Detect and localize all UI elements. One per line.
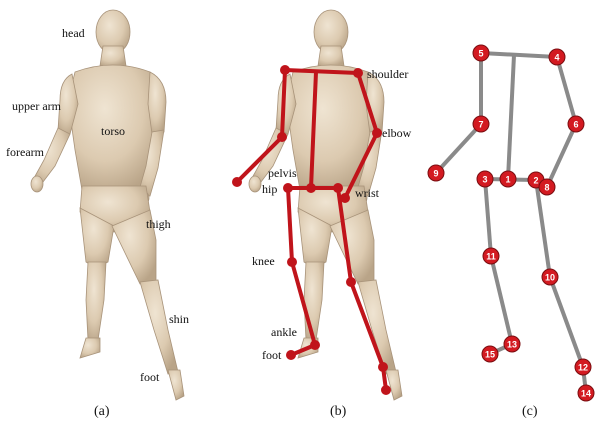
label-torso: torso: [101, 124, 125, 138]
panel-c: 1 2 3 4 5 6 7 8 9 10 11 12 13 14 15 (c): [428, 45, 594, 419]
label-hip: hip: [262, 182, 277, 196]
label-knee: knee: [252, 254, 275, 268]
svg-text:12: 12: [578, 363, 588, 373]
svg-text:4: 4: [554, 53, 559, 63]
svg-text:11: 11: [486, 252, 496, 262]
node-14: 14: [578, 385, 594, 401]
bone-thigh-left: [288, 188, 292, 262]
node-5: 5: [473, 45, 489, 61]
edge-11-13: [491, 256, 512, 344]
joint-wrist-right: [340, 193, 350, 203]
node-10: 10: [542, 269, 558, 285]
svg-text:15: 15: [485, 350, 495, 360]
joint-hip-right: [333, 183, 343, 193]
joint-knee-right: [346, 277, 356, 287]
label-wrist: wrist: [355, 186, 380, 200]
joint-wrist-left: [232, 177, 242, 187]
svg-text:6: 6: [573, 120, 578, 130]
edge-10-12: [550, 277, 583, 367]
edge-4-6: [557, 57, 576, 124]
label-ankle: ankle: [271, 325, 297, 339]
caption-a: (a): [94, 404, 110, 419]
edge-6-8: [547, 124, 576, 187]
joint-ankle-left: [310, 340, 320, 350]
label-pelvis: pelvis: [268, 166, 297, 180]
label-head: head: [62, 26, 85, 40]
node-7: 7: [473, 116, 489, 132]
svg-text:3: 3: [482, 175, 487, 185]
node-9: 9: [428, 165, 444, 181]
node-3: 3: [477, 171, 493, 187]
node-6: 6: [568, 116, 584, 132]
svg-text:9: 9: [433, 169, 438, 179]
label-elbow: elbow: [382, 126, 412, 140]
joint-knee-left: [287, 257, 297, 267]
node-11: 11: [483, 248, 499, 264]
joint-foot-right: [381, 385, 391, 395]
caption-c: (c): [522, 404, 538, 419]
joint-elbow-left: [277, 132, 287, 142]
label-shin: shin: [169, 312, 189, 326]
label-shoulder: shoulder: [367, 67, 408, 81]
label-thigh: thigh: [146, 217, 171, 231]
node-8: 8: [539, 179, 555, 195]
joint-elbow-right: [372, 128, 382, 138]
svg-text:13: 13: [507, 340, 517, 350]
joint-shoulder-right: [353, 68, 363, 78]
svg-text:14: 14: [581, 389, 591, 399]
node-12: 12: [575, 359, 591, 375]
label-forearm: forearm: [6, 145, 45, 159]
caption-b: (b): [330, 404, 347, 419]
svg-text:5: 5: [478, 49, 483, 59]
edge-3-11: [485, 179, 491, 256]
panel-a: head upper arm torso forearm thigh shin …: [6, 10, 189, 419]
svg-text:8: 8: [544, 183, 549, 193]
edge-7-9: [436, 124, 481, 173]
joint-pelvis: [306, 183, 316, 193]
svg-text:2: 2: [533, 176, 538, 186]
joint-ankle-right: [378, 362, 388, 372]
svg-text:7: 7: [478, 120, 483, 130]
node-1: 1: [500, 171, 516, 187]
joint-foot-left: [286, 350, 296, 360]
edge-5-4: [481, 53, 557, 57]
svg-text:1: 1: [505, 175, 510, 185]
node-4: 4: [549, 49, 565, 65]
joint-shoulder-left: [280, 65, 290, 75]
label-foot-b: foot: [262, 348, 282, 362]
label-upper-arm: upper arm: [12, 99, 62, 113]
panel-b: shoulder elbow pelvis hip wrist knee ank…: [232, 10, 412, 419]
node-13: 13: [504, 336, 520, 352]
node-15: 15: [482, 346, 498, 362]
edge-neck-1: [508, 55, 514, 179]
joint-hip-left: [283, 183, 293, 193]
svg-text:10: 10: [545, 273, 555, 283]
label-foot: foot: [140, 370, 160, 384]
human-figure-a: [31, 10, 184, 400]
